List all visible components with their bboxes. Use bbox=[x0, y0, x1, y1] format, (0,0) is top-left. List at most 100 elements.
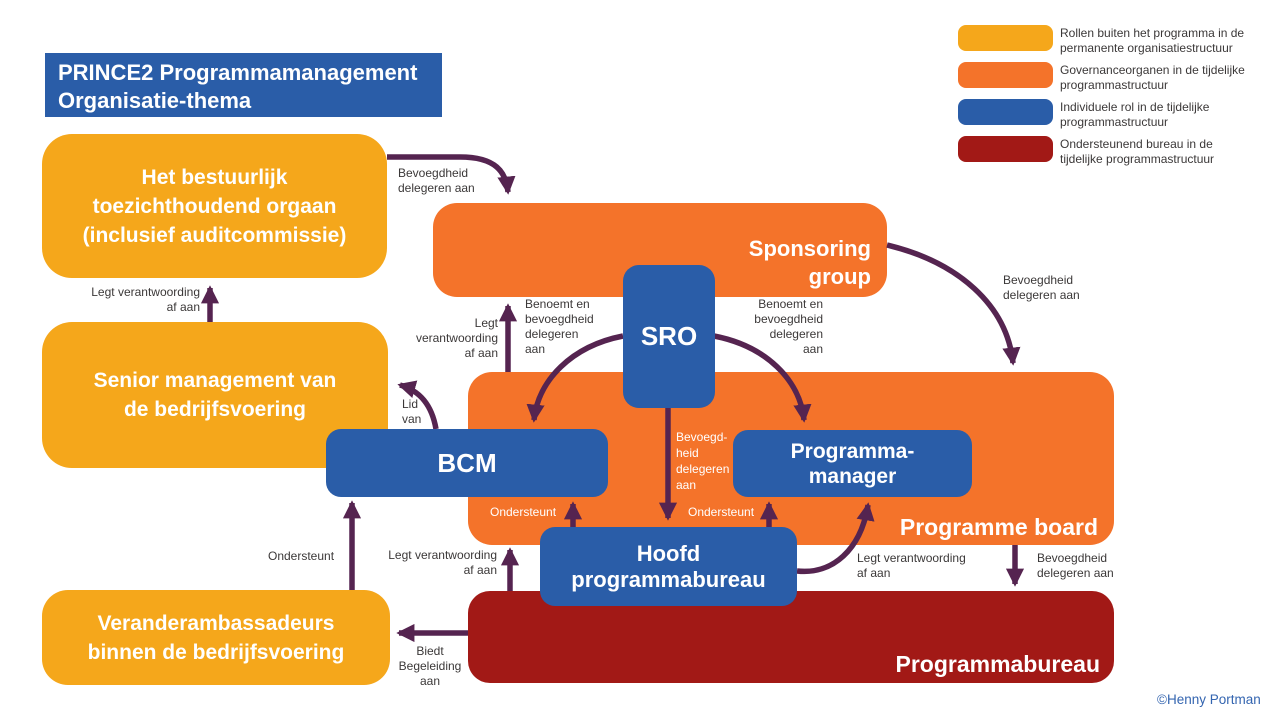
node-label-line: group bbox=[808, 264, 871, 289]
page-title: PRINCE2 Programmamanagement Organisatie-… bbox=[45, 53, 442, 117]
arrow-label-line: Begeleiding bbox=[398, 659, 462, 673]
arrow-label-line: Lid bbox=[402, 397, 419, 411]
legend-swatch-orange bbox=[958, 62, 1053, 88]
node-label-line: Hoofd bbox=[636, 540, 701, 566]
node-label-line: programmabureau bbox=[571, 566, 766, 592]
node-label: Senior management van de bedrijfsvoering bbox=[94, 366, 337, 424]
node-programma-manager: Programma- manager bbox=[733, 430, 972, 497]
node-label: Programma- manager bbox=[791, 439, 915, 489]
arrow-label-line: aan bbox=[419, 674, 441, 688]
arrow-label-bevoegdheid-delegeren-sro: Bevoegd- heid delegeren aan bbox=[676, 429, 729, 493]
arrow-label-line: Legt verantwoording bbox=[857, 551, 966, 565]
legend-label-line: Rollen buiten het programma in de bbox=[1060, 26, 1245, 40]
arrow-label-lid-van: Lid van bbox=[402, 397, 421, 427]
legend-label-line: programmastructuur bbox=[1060, 78, 1169, 92]
arrow-label-legt-verantwoording-bureau: Legt verantwoording af aan bbox=[357, 548, 497, 578]
arrow-bcm-to-senior-lid-van bbox=[397, 380, 439, 430]
arrow-label-line: Ondersteunt bbox=[268, 549, 335, 563]
arrow-label-legt-verantwoording-midden: Legt verantwoording af aan bbox=[406, 316, 498, 361]
arrow-label-benoemt-links: Benoemt en bevoegdheid delegeren aan bbox=[525, 297, 594, 357]
arrow-label-line: Bevoegdheid bbox=[1037, 551, 1108, 565]
legend-label: Individuele rol in de tijdelijke program… bbox=[1060, 100, 1280, 130]
legend-label-line: Individuele rol in de tijdelijke bbox=[1060, 100, 1210, 114]
legend-label: Governanceorganen in de tijdelijke progr… bbox=[1060, 63, 1280, 93]
arrow-label-line: delegeren bbox=[525, 327, 579, 341]
arrow-label-line: delegeren bbox=[769, 327, 823, 341]
arrow-label-bevoegdheid-delegeren-onder: Bevoegdheid delegeren aan bbox=[1037, 551, 1114, 581]
node-label: BCM bbox=[437, 447, 497, 478]
arrow-label-benoemt-rechts: Benoemt en bevoegdheid delegeren aan bbox=[733, 297, 823, 357]
arrow-label-line: Ondersteunt bbox=[490, 505, 557, 519]
node-hoofd-programmabureau: Hoofd programmabureau bbox=[540, 527, 797, 606]
arrow-label-line: Legt verantwoording bbox=[91, 285, 200, 299]
arrow-label-line: heid bbox=[676, 446, 699, 460]
node-label-line: Senior management van bbox=[93, 369, 337, 392]
node-label-line: manager bbox=[808, 464, 897, 488]
node-label: Programme board bbox=[899, 514, 1098, 540]
legend-label-line: programmastructuur bbox=[1060, 115, 1169, 129]
arrow-label-ondersteunt-rechts: Ondersteunt bbox=[688, 505, 754, 520]
arrow-label-bevoegdheid-delegeren-top: Bevoegdheid delegeren aan bbox=[398, 166, 475, 196]
arrow-label-line: af aan bbox=[857, 566, 891, 580]
legend-swatch-blue bbox=[958, 99, 1053, 125]
node-label: SRO bbox=[640, 321, 698, 351]
legend-label: Ondersteunend bureau in de tijdelijke pr… bbox=[1060, 137, 1280, 167]
arrow-label-line: Benoemt en bbox=[525, 297, 590, 311]
arrow-label-ondersteunt-links: Ondersteunt bbox=[490, 505, 556, 520]
node-label: Veranderambassadeurs binnen de bedrijfsv… bbox=[88, 609, 345, 667]
arrow-label-line: bevoegdheid bbox=[754, 312, 823, 326]
arrow-label-line: Ondersteunt bbox=[688, 505, 755, 519]
legend-swatch-yellow bbox=[958, 25, 1053, 51]
arrow-label-line: Legt bbox=[474, 316, 498, 330]
node-label-line: de bedrijfsvoering bbox=[123, 398, 307, 421]
node-label-line: Het bestuurlijk bbox=[141, 165, 288, 189]
arrow-label-legt-verantwoording-hoofd: Legt verantwoording af aan bbox=[857, 551, 966, 581]
node-label: Hoofd programmabureau bbox=[571, 541, 765, 593]
node-label-line: binnen de bedrijfsvoering bbox=[87, 640, 345, 664]
legend-label-line: tijdelijke programmastructuur bbox=[1060, 152, 1215, 166]
arrow-sro-to-programma-manager bbox=[713, 333, 812, 423]
page-title-line2: Organisatie-thema bbox=[58, 88, 252, 113]
arrow-label-line: delegeren aan bbox=[1037, 566, 1114, 580]
arrow-label-line: Bevoegd- bbox=[676, 430, 728, 444]
arrow-label-line: aan bbox=[676, 478, 697, 492]
node-bestuurlijk-toezichthoudend-orgaan: Het bestuurlijk toezichthoudend orgaan (… bbox=[42, 134, 387, 278]
arrow-label-line: Benoemt en bbox=[758, 297, 823, 311]
node-label: Sponsoring group bbox=[749, 235, 871, 291]
arrow-label-line: delegeren aan bbox=[1003, 288, 1080, 302]
arrow-label-bevoegdheid-delegeren-rechts: Bevoegdheid delegeren aan bbox=[1003, 273, 1080, 303]
arrow-label-legt-verantwoording-links: Legt verantwoording af aan bbox=[60, 285, 200, 315]
node-veranderambassadeurs: Veranderambassadeurs binnen de bedrijfsv… bbox=[42, 590, 390, 685]
node-programmabureau: Programmabureau bbox=[468, 591, 1114, 683]
legend-label-line: permanente organisatiestructuur bbox=[1060, 41, 1233, 55]
arrow-label-line: aan bbox=[525, 342, 546, 356]
arrow-label-ondersteunt-onder: Ondersteunt bbox=[268, 549, 334, 564]
node-bcm: BCM bbox=[326, 429, 608, 497]
arrow-label-line: Bevoegdheid bbox=[398, 166, 469, 180]
arrow-label-line: bevoegdheid bbox=[525, 312, 594, 326]
arrow-label-line: delegeren bbox=[676, 462, 730, 476]
copyright-text: ©Henny Portman bbox=[1157, 692, 1261, 707]
arrow-label-line: af aan bbox=[463, 563, 497, 577]
arrow-label-line: Legt verantwoording bbox=[388, 548, 497, 562]
node-label-line: Sponsoring bbox=[748, 236, 871, 261]
legend-label-line: Governanceorganen in de tijdelijke bbox=[1060, 63, 1245, 77]
arrow-label-biedt-begeleiding: Biedt Begeleiding aan bbox=[387, 644, 473, 689]
arrow-label-line: delegeren aan bbox=[398, 181, 475, 195]
arrow-label-line: af aan bbox=[464, 346, 498, 360]
node-label: Programmabureau bbox=[895, 651, 1100, 677]
arrow-label-line: Bevoegdheid bbox=[1003, 273, 1074, 287]
node-label-line: Veranderambassadeurs bbox=[97, 611, 335, 635]
node-sro: SRO bbox=[623, 265, 715, 408]
page-title-line1: PRINCE2 Programmamanagement bbox=[58, 60, 418, 85]
arrow-bestuurlijk-to-sponsoring bbox=[387, 154, 516, 195]
legend-swatch-dark-red bbox=[958, 136, 1053, 162]
arrow-hoofd-to-programma-manager-verantwoording bbox=[796, 502, 875, 575]
arrow-sro-to-bcm bbox=[526, 333, 624, 423]
arrow-label-line: Biedt bbox=[416, 644, 444, 658]
legend-label-line: Ondersteunend bureau in de bbox=[1060, 137, 1213, 151]
legend-label: Rollen buiten het programma in de perman… bbox=[1060, 26, 1280, 56]
node-label: Het bestuurlijk toezichthoudend orgaan (… bbox=[83, 163, 347, 250]
